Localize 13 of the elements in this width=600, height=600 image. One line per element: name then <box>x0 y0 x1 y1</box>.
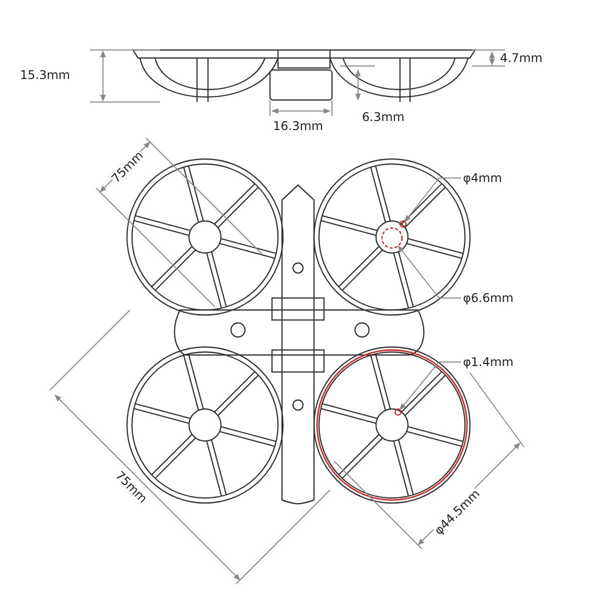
mounting-hole <box>394 408 402 416</box>
leader-line <box>399 362 462 410</box>
leader-line <box>404 178 462 222</box>
callout-label: φ1.4mm <box>463 355 514 369</box>
mounting-hole <box>399 220 407 228</box>
callout-label: φ4mm <box>463 171 502 185</box>
callout-label: φ6.6mm <box>463 291 514 305</box>
dimension-label: 15.3mm <box>20 68 70 82</box>
dimension-label: 4.7mm <box>500 51 542 65</box>
dimension-label: 16.3mm <box>273 119 324 133</box>
dimension-label: 6.3mm <box>362 110 404 124</box>
mounting-hole <box>381 227 403 249</box>
leader-line <box>398 245 462 298</box>
